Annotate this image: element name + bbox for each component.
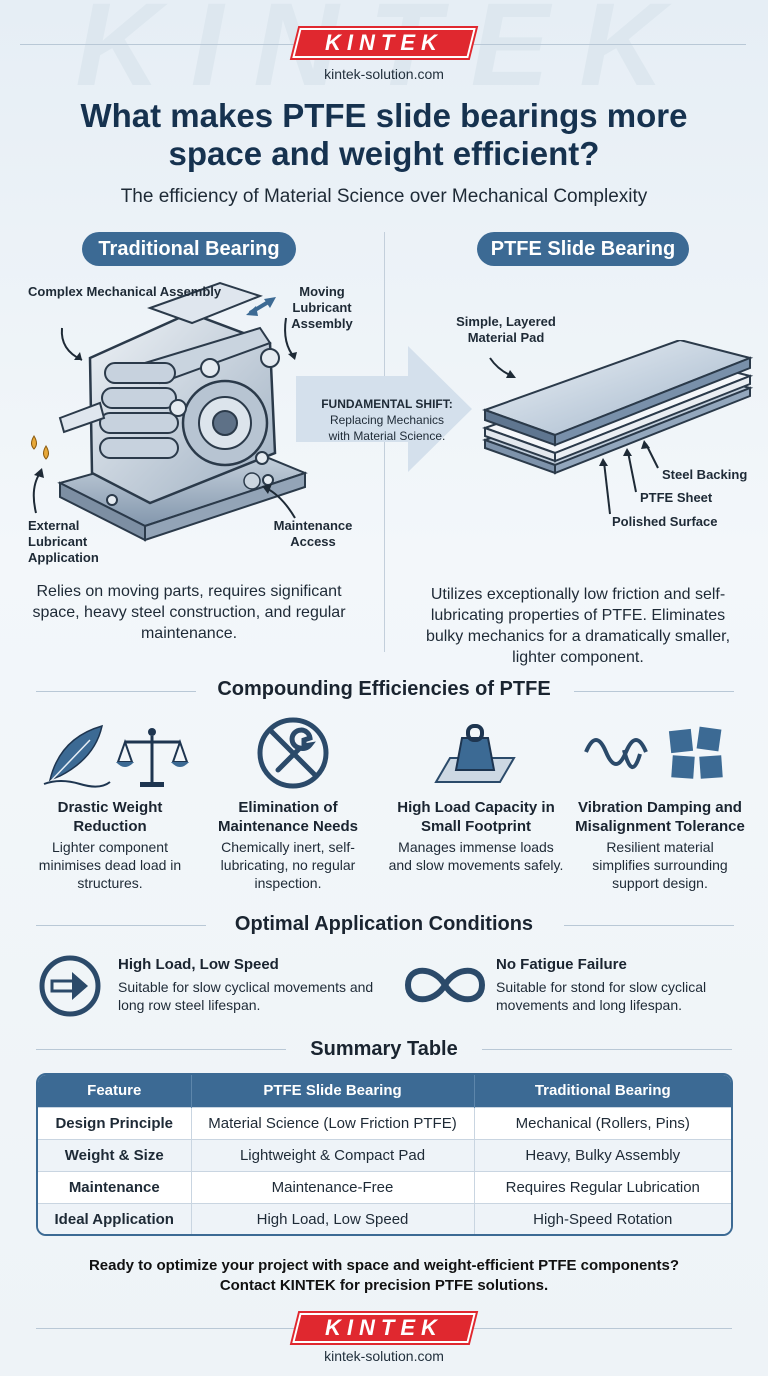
table-cell: Heavy, Bulky Assembly: [473, 1138, 731, 1171]
efficiency-desc-4: Resilient material simplifies surroundin…: [592, 839, 728, 891]
no-wrench-icon: [257, 717, 329, 789]
section-divider-right: [574, 691, 734, 692]
cta-line-2[interactable]: Contact KINTEK for precision PTFE soluti…: [219, 1277, 549, 1294]
efficiency-desc-1: Lighter component minimises dead load in…: [38, 839, 182, 891]
label-steel-backing: Steel Backing: [662, 467, 748, 482]
condition-title-1: High Load, Low Speed: [118, 956, 279, 973]
ptfe-heading: PTFE Slide Bearing: [477, 232, 689, 266]
table-cell: Material Science (Low Friction PTFE): [190, 1106, 474, 1139]
site-url[interactable]: kintek-solution.com: [324, 66, 444, 82]
traditional-bearing-illustration: [31, 281, 308, 542]
efficiency-desc-3: Manages immense loads and slow movements…: [388, 839, 564, 873]
table-cell: Lightweight & Compact Pad: [190, 1138, 474, 1171]
infinity-icon: [404, 967, 486, 1003]
page-title: What makes PTFE slide bearings more spac…: [80, 97, 688, 172]
traditional-description: Relies on moving parts, requires signifi…: [32, 583, 346, 642]
weight-icon: [434, 724, 516, 783]
table-header-row: Feature PTFE Slide Bearing Traditional B…: [38, 1075, 731, 1107]
efficiencies-heading: Compounding Efficiencies of PTFE: [217, 678, 551, 700]
table-header-cell: Traditional Bearing: [473, 1075, 731, 1107]
efficiency-title-3: High Load Capacity in Small Footprint: [397, 799, 555, 835]
table-row: Design Principle Material Science (Low F…: [38, 1106, 731, 1139]
traditional-heading: Traditional Bearing: [82, 232, 296, 266]
efficiency-title-1: Drastic Weight Reduction: [57, 799, 163, 835]
label-layered-pad: Simple, Layered Material Pad: [456, 314, 556, 345]
section-divider-right: [482, 1049, 732, 1050]
efficiency-title-4: Vibration Damping and Misalignment Toler…: [575, 799, 745, 835]
table-cell: Ideal Application: [38, 1202, 191, 1234]
arrow-circle-icon: [39, 955, 101, 1017]
table-cell: Weight & Size: [38, 1138, 191, 1171]
efficiency-desc-2: Chemically inert, self-lubricating, no r…: [220, 839, 356, 891]
shift-heading: FUNDAMENTAL SHIFT:: [321, 397, 453, 411]
kintek-logo[interactable]: KINTEK: [292, 28, 476, 58]
ptfe-label-arrows: [489, 357, 659, 515]
table-row: Ideal Application High Load, Low Speed H…: [38, 1202, 731, 1234]
section-divider-left: [36, 691, 196, 692]
section-divider-left: [36, 925, 206, 926]
table-header-cell: Feature: [38, 1075, 191, 1107]
table-row: Weight & Size Lightweight & Compact Pad …: [38, 1138, 731, 1171]
table-cell: Maintenance: [38, 1170, 191, 1203]
footer-site-url[interactable]: kintek-solution.com: [324, 1348, 444, 1364]
shift-text: Replacing Mechanics with Material Scienc…: [328, 413, 446, 443]
table-cell: High Load, Low Speed: [190, 1202, 474, 1234]
section-divider-right: [564, 925, 734, 926]
footer-logo-text: KINTEK: [325, 1315, 443, 1340]
shift-arrow: [296, 346, 472, 472]
logo-text: KINTEK: [325, 30, 443, 55]
section-divider-left: [36, 1049, 286, 1050]
label-complex-assembly: Complex Mechanical Assembly: [28, 284, 222, 299]
summary-heading: Summary Table: [310, 1038, 458, 1060]
label-maintenance-access: Maintenance Access: [273, 518, 353, 549]
cta-line-1: Ready to optimize your project with spac…: [88, 1257, 680, 1274]
table-cell: Maintenance-Free: [190, 1170, 474, 1203]
label-ptfe-sheet: PTFE Sheet: [640, 490, 713, 505]
table-cell: Design Principle: [38, 1106, 191, 1139]
label-external-lubricant: External Lubricant Application: [28, 518, 99, 565]
efficiency-title-2: Elimination of Maintenance Needs: [217, 799, 359, 835]
footer-kintek-logo[interactable]: KINTEK: [292, 1313, 476, 1343]
table-cell: Mechanical (Rollers, Pins): [473, 1106, 731, 1139]
wave-tiles-icon: [584, 726, 723, 779]
ptfe-bearing-illustration: [482, 340, 754, 475]
ptfe-description: Utilizes exceptionally low friction and …: [425, 586, 731, 666]
condition-desc-1: Suitable for slow cyclical movements and…: [118, 979, 374, 1013]
summary-table: Feature PTFE Slide Bearing Traditional B…: [36, 1073, 733, 1236]
feather-scale-icon: [43, 724, 189, 788]
table-header-cell: PTFE Slide Bearing: [190, 1075, 474, 1107]
table-cell: Requires Regular Lubrication: [473, 1170, 731, 1203]
page-subtitle: The efficiency of Material Science over …: [120, 186, 648, 207]
label-polished-surface: Polished Surface: [612, 514, 718, 529]
table-row: Maintenance Maintenance-Free Requires Re…: [38, 1170, 731, 1203]
label-moving-lubricant: Moving Lubricant Assembly: [291, 284, 353, 331]
conditions-heading: Optimal Application Conditions: [234, 913, 534, 935]
condition-desc-2: Suitable for stond for slow cyclical mov…: [496, 979, 707, 1013]
table-cell: High-Speed Rotation: [473, 1202, 731, 1234]
condition-title-2: No Fatigue Failure: [496, 956, 627, 973]
